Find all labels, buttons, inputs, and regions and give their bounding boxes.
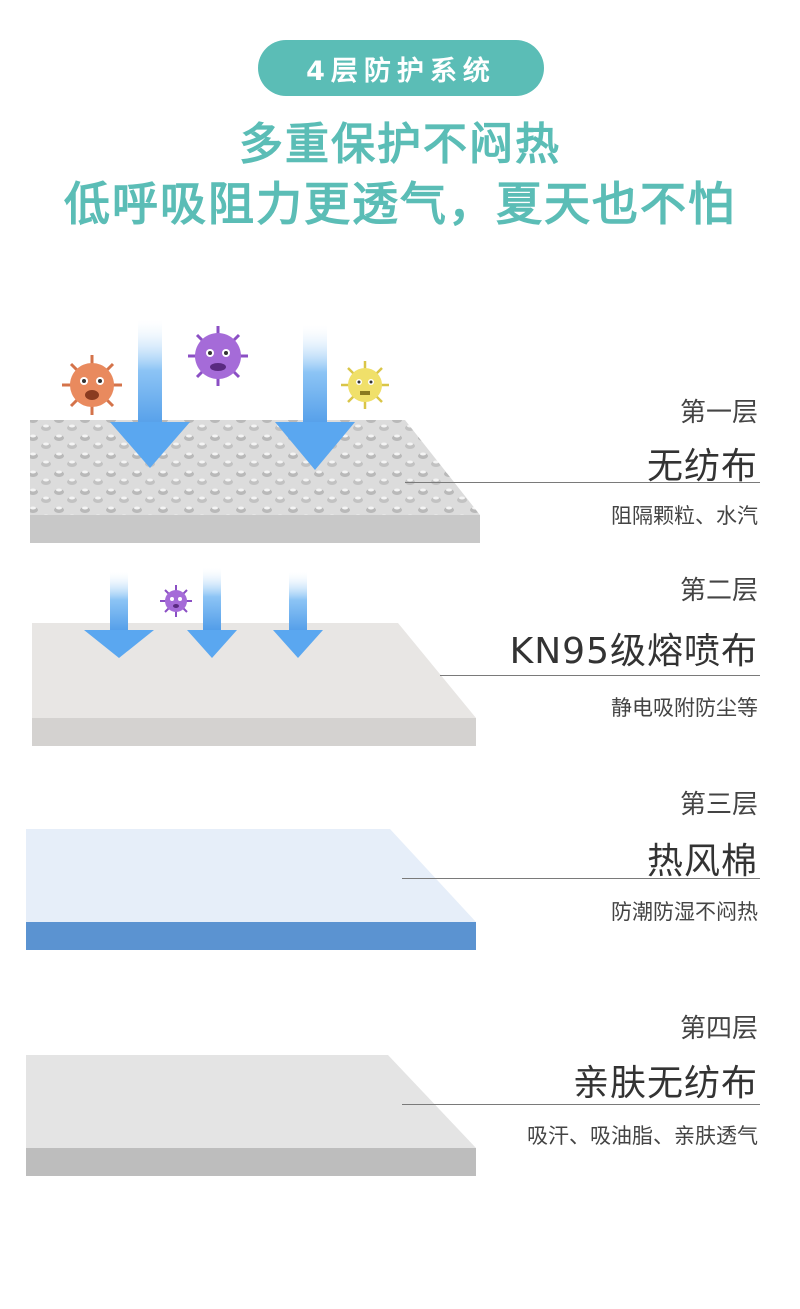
layer-3-description: 防潮防湿不闷热 xyxy=(611,900,758,924)
layer-2-number: 第二层 xyxy=(679,576,758,606)
layer-1-number: 第一层 xyxy=(679,398,758,428)
layer-4-description: 吸汗、吸油脂、亲肤透气 xyxy=(527,1124,758,1148)
layer-4-illustration xyxy=(26,1055,476,1176)
layer-4-name: 亲肤无纺布 xyxy=(572,1063,758,1104)
layer-4-number: 第四层 xyxy=(679,1014,758,1044)
airflow-arrow-icon xyxy=(275,325,355,470)
virus-orange-icon xyxy=(62,355,122,415)
layer-3-divider xyxy=(402,878,760,879)
airflow-arrow-icon xyxy=(187,568,237,658)
layer-1-divider xyxy=(405,482,760,483)
layer-2-description: 静电吸附防尘等 xyxy=(611,696,758,720)
layer-count-badge: 4层防护系统 xyxy=(258,40,544,96)
headline-primary: 多重保护不闷热 xyxy=(239,119,561,170)
airflow-arrow-icon xyxy=(273,572,323,658)
airflow-arrow-icon xyxy=(110,320,190,468)
layer-2-divider xyxy=(440,675,760,676)
layer-4-divider xyxy=(402,1104,760,1105)
layer-2-name: KN95级熔喷布 xyxy=(509,631,758,672)
airflow-arrow-icon xyxy=(84,572,154,658)
layer-1-description: 阻隔颗粒、水汽 xyxy=(611,504,758,528)
virus-purple-icon xyxy=(160,585,192,617)
virus-yellow-icon xyxy=(341,361,389,409)
layer-3-number: 第三层 xyxy=(679,790,758,820)
layer-2-illustration xyxy=(32,623,476,746)
layer-3-illustration xyxy=(26,829,476,950)
headline-secondary: 低呼吸阻力更透气，夏天也不怕 xyxy=(64,177,736,231)
layer-3-name: 热风棉 xyxy=(646,841,758,882)
virus-purple-icon xyxy=(188,326,248,386)
layer-1-name: 无纺布 xyxy=(646,446,758,487)
